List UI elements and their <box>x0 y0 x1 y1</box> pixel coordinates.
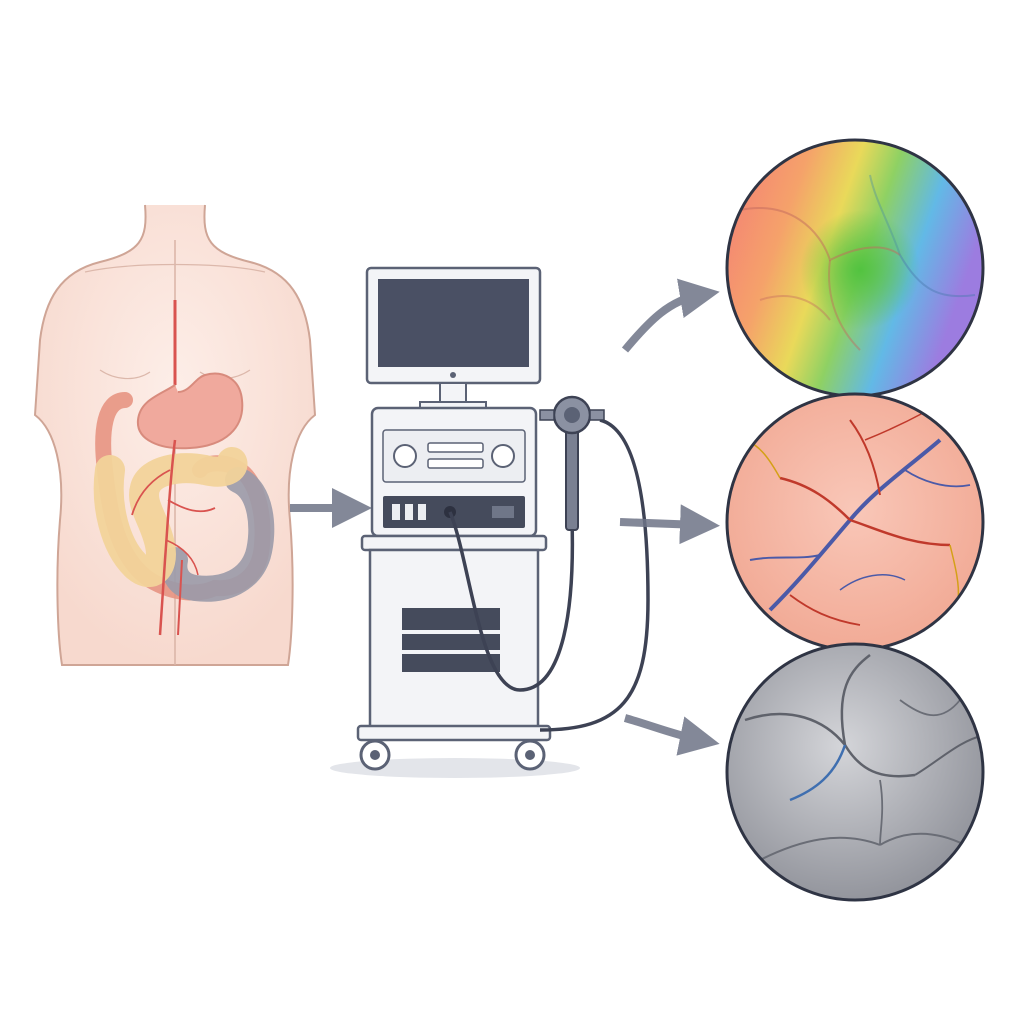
scope-cable-inner <box>448 511 575 692</box>
control-panel <box>382 429 526 483</box>
view-spectral-heatmap <box>725 138 985 398</box>
vessel-branch-2 <box>131 469 171 516</box>
drawer-3 <box>402 654 500 672</box>
vessel-main <box>158 439 177 636</box>
vessel-branch-3 <box>165 539 199 576</box>
button-row-1 <box>427 442 484 453</box>
view-grayscale-texture <box>725 642 985 902</box>
scope-valve-left <box>539 409 555 421</box>
chest-line-left <box>99 369 151 380</box>
right-knob <box>491 444 515 468</box>
monitor-power-light <box>450 372 456 378</box>
view-3-border <box>725 642 985 902</box>
endoscopy-system <box>330 266 650 778</box>
left-knob <box>393 444 417 468</box>
scope-cable-outer <box>539 418 650 732</box>
arrow-to-view-1 <box>621 278 720 353</box>
indicator-light <box>492 506 514 518</box>
port-3 <box>418 504 426 520</box>
wheel-right-hub <box>525 750 535 760</box>
port-2 <box>405 504 413 520</box>
stomach <box>136 372 244 450</box>
arrow-to-view-2 <box>619 504 720 545</box>
monitor-screen <box>378 279 529 367</box>
patient-torso <box>33 204 317 666</box>
button-row-2 <box>427 458 484 469</box>
port-1 <box>392 504 400 520</box>
drawer-1 <box>402 608 500 630</box>
scope-valve-right <box>589 409 605 421</box>
cart-shelf <box>360 534 548 552</box>
vessel-branch-1 <box>167 499 216 513</box>
collarbone-line <box>84 263 266 273</box>
drawer-2 <box>402 634 500 650</box>
scope-control-knob <box>564 407 580 423</box>
view-vascular-pattern <box>725 392 985 652</box>
scope-shaft <box>565 429 579 531</box>
arrow-to-view-3 <box>623 714 720 756</box>
cart-base <box>356 724 552 742</box>
small-intestine <box>93 447 248 587</box>
vessel-right <box>177 559 183 636</box>
wheel-left-hub <box>370 750 380 760</box>
